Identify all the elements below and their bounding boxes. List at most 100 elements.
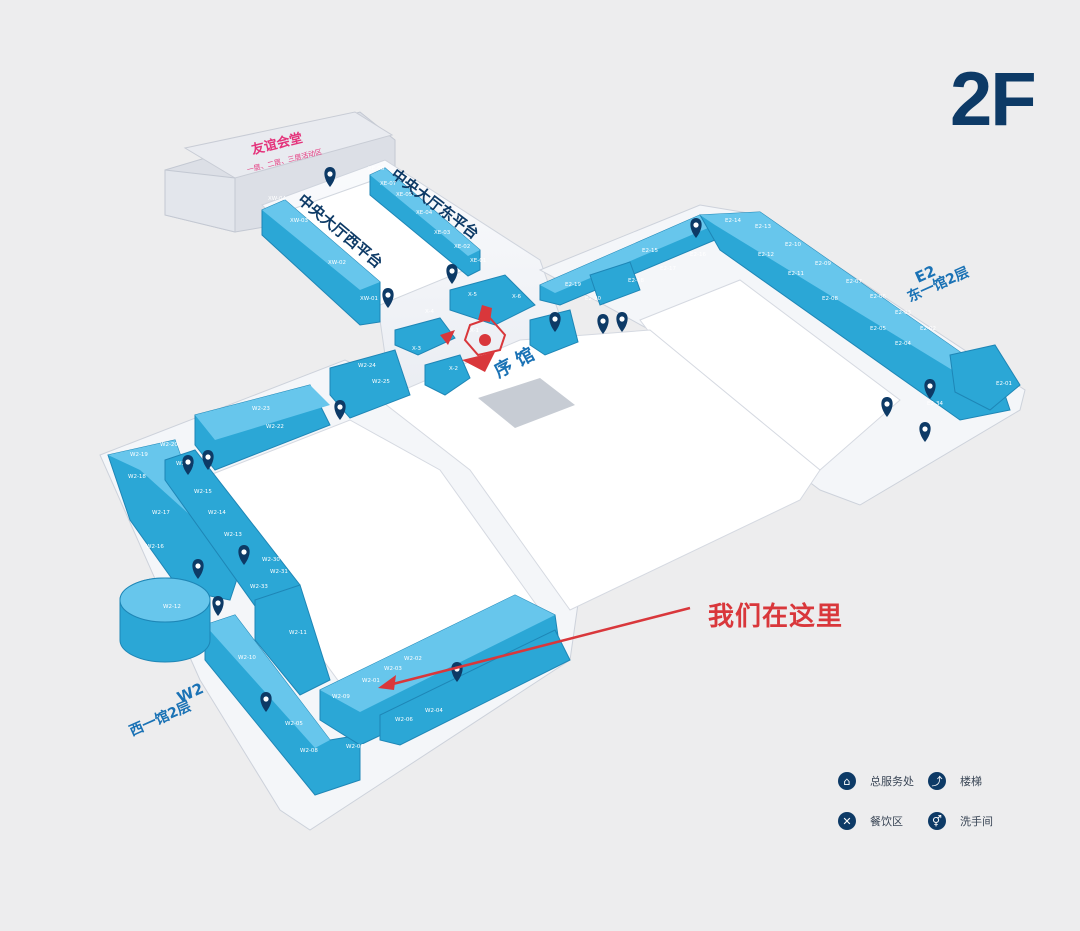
map-pin-icon	[690, 218, 702, 238]
booth-label: XE-03	[434, 230, 451, 236]
map-pin-icon	[260, 692, 272, 712]
booth-label: E2-20	[585, 296, 601, 302]
booth-label: W2-01	[362, 678, 380, 684]
booth-label: W2-07	[346, 744, 364, 750]
booth-label: E2-12	[758, 252, 774, 258]
booth-label: E2-34	[927, 401, 943, 407]
booth-label: W2-11	[289, 630, 307, 636]
booth-label: E2-07	[846, 279, 862, 285]
booth-label: E2-03	[895, 310, 911, 316]
restroom-icon: ⚥	[928, 812, 946, 830]
booth-label: W2-17	[152, 510, 170, 516]
map-pin-icon	[924, 379, 936, 399]
booth-label: E2-05	[870, 326, 886, 332]
booth-label: W2-02	[404, 656, 422, 662]
booth-label: E2-09	[815, 261, 831, 267]
booth-label: XE-07	[380, 181, 397, 187]
map-pin-icon	[182, 455, 194, 475]
booth-label: E2-10	[785, 242, 801, 248]
map-pin-icon	[212, 596, 224, 616]
booth-label: E2-01	[996, 381, 1012, 387]
booth-label: W2-33	[250, 584, 268, 590]
legend-label: 楼梯	[960, 775, 982, 788]
map-pin-icon	[616, 312, 628, 332]
map-legend: ⌂ 总服务处 ⤴ 楼梯 ✕ 餐饮区 ⚥ 洗手间	[838, 772, 1038, 842]
booth-label: X-4	[425, 309, 434, 315]
map-pin-icon	[202, 450, 214, 470]
booth-label: W2-13	[224, 532, 242, 538]
booth-label: W2-15	[194, 489, 212, 495]
booth-label: XW-03	[290, 218, 308, 224]
booth-label: XE-06	[368, 166, 385, 172]
legend-item-service: ⌂ 总服务处	[838, 772, 914, 790]
west-hall-booths	[107, 349, 571, 796]
stairs-icon: ⤴	[928, 772, 946, 790]
legend-item-stairs: ⤴ 楼梯	[928, 772, 982, 790]
booth-label: W2-19	[130, 452, 148, 458]
booth-label: E2-06	[870, 294, 886, 300]
booth-label: W2-06	[395, 717, 413, 723]
booth-label: W2-24	[358, 363, 376, 369]
floor-number: 2F	[950, 57, 1037, 142]
map-pin-icon	[334, 400, 346, 420]
map-pin-icon	[881, 397, 893, 417]
west-hall-name: 西一馆2层	[127, 697, 194, 739]
booth-label: W2-04	[425, 708, 443, 714]
booth-label: E2-16	[690, 252, 706, 258]
booth-label: W2-31	[270, 569, 288, 575]
booth-label: E2-18	[628, 278, 644, 284]
map-pin-icon	[324, 167, 336, 187]
booth-label: W2-03	[384, 666, 402, 672]
prelude-pavilion-icon	[440, 305, 507, 372]
booth-label: W2-14	[208, 510, 226, 516]
booth-label: E2-11	[788, 271, 804, 277]
booth-label: X-3	[412, 346, 421, 352]
booth-label: X-1	[470, 328, 479, 334]
east-hall-booths	[539, 211, 1021, 421]
booth-label: W2-20	[160, 442, 178, 448]
booth-label: W2-09	[332, 694, 350, 700]
map-pin-icon	[549, 312, 561, 332]
booth-label: XW-04	[268, 196, 286, 202]
booth-label: XE-05	[396, 192, 413, 198]
booth-label: E2-08	[822, 296, 838, 302]
booth-label: W2-12	[163, 604, 181, 610]
legend-item-dining: ✕ 餐饮区	[838, 812, 903, 830]
booth-label: E2-02	[920, 326, 936, 332]
booth-label: XE-02	[454, 244, 470, 250]
booth-label: XW-02	[328, 260, 346, 266]
booth-label: E2-15	[642, 248, 658, 254]
booth-label: W2-22	[266, 424, 284, 430]
booth-label: XE-04	[416, 210, 433, 216]
booth-label: W2-23	[252, 406, 270, 412]
map-pin-icon	[382, 288, 394, 308]
map-pin-icon	[919, 422, 931, 442]
booth-label: E2-19	[565, 282, 581, 288]
booth-label: W2-05	[285, 721, 303, 727]
map-pin-icon	[192, 559, 204, 579]
booth-label: W2-30	[262, 557, 280, 563]
booth-label: X-6	[512, 294, 521, 300]
map-pin-icon	[597, 314, 609, 334]
booth-label: W2-18	[128, 474, 146, 480]
booth-label: X-2	[449, 366, 458, 372]
booth-label: E2-17	[660, 266, 676, 272]
booth-label: W2-08	[300, 748, 318, 754]
booth-label: X-5	[468, 292, 477, 298]
you-are-here-label: 我们在这里	[708, 602, 844, 632]
map-pin-icon	[446, 264, 458, 284]
legend-label: 洗手间	[960, 815, 993, 828]
booth-label: XE-01	[470, 258, 486, 264]
service-desk-icon: ⌂	[838, 772, 856, 790]
legend-label: 餐饮区	[870, 815, 903, 828]
legend-item-restroom: ⚥ 洗手间	[928, 812, 993, 830]
booth-label: W2-16	[146, 544, 164, 550]
legend-label: 总服务处	[870, 775, 914, 788]
you-are-here-arrow	[378, 606, 691, 690]
booth-label: E2-13	[755, 224, 771, 230]
booth-label: W2-25	[372, 379, 390, 385]
dining-icon: ✕	[838, 812, 856, 830]
location-pins	[182, 167, 936, 712]
